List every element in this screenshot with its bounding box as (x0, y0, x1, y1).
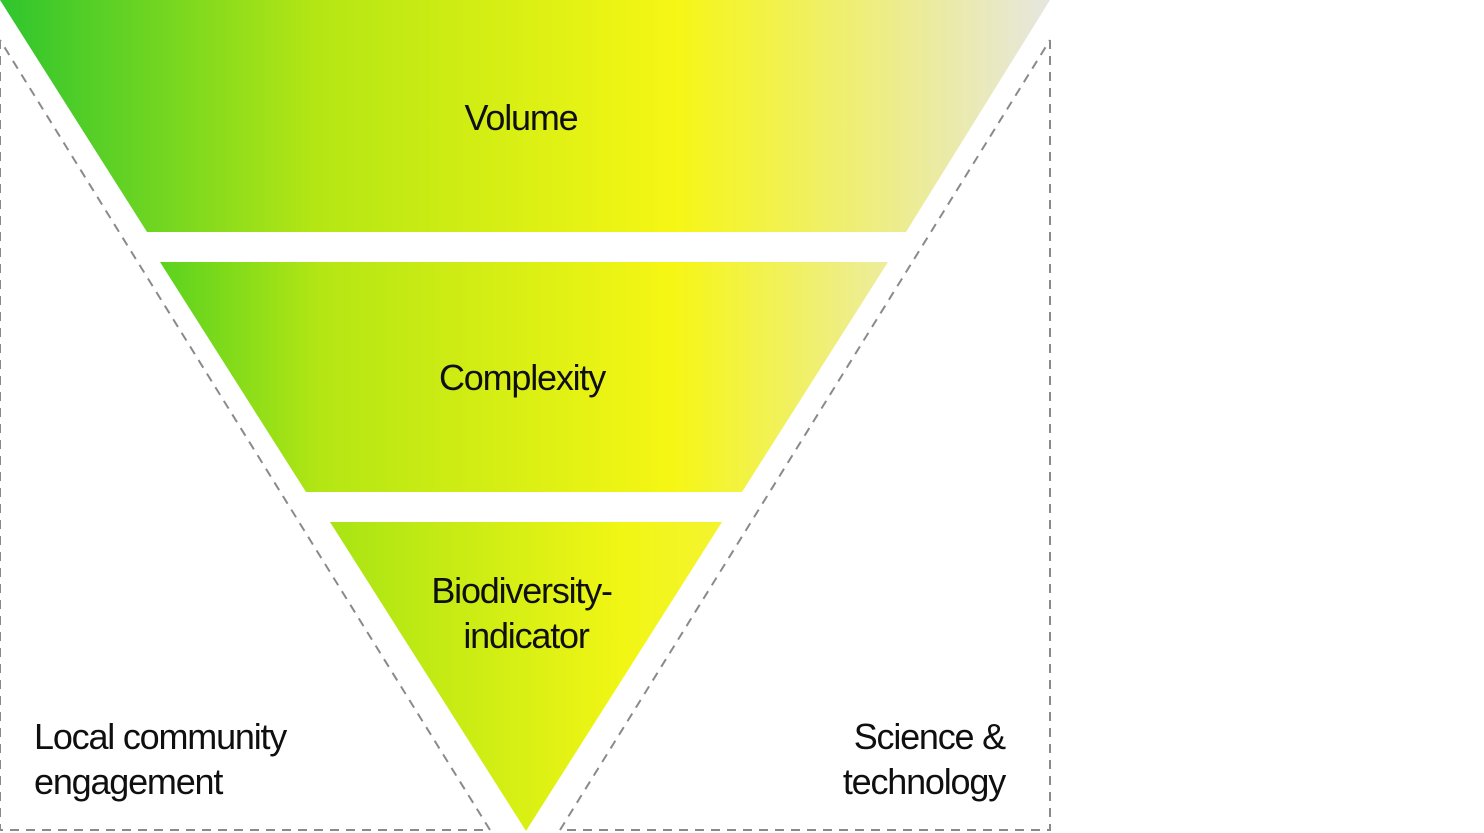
right-label-line-1: Science & (853, 716, 1006, 757)
tier-biodiversity-indicator (330, 522, 722, 831)
tier-complexity-label-line: Complexity (439, 357, 606, 398)
dashed-frame (0, 39, 1051, 831)
local-community-engagement-label: Local community engagement (34, 714, 287, 804)
tier-biodiversity-label: Biodiversity- indicator (431, 570, 620, 656)
right-dashed-triangle (558, 39, 1051, 831)
tier-volume-label: Volume (465, 97, 578, 138)
tier-complexity (160, 262, 888, 492)
left-label-line-1: Local community (34, 716, 287, 757)
tier-volume (0, 0, 1050, 232)
right-label-line-2: technology (842, 761, 1006, 802)
tier-biodiversity-label-line-1: Biodiversity- (431, 570, 612, 611)
science-technology-label: Science & technology (842, 714, 1006, 804)
tier-volume-label-line: Volume (465, 97, 578, 138)
tier-biodiversity-label-line-2: indicator (463, 615, 589, 656)
left-dashed-triangle (0, 39, 492, 831)
left-label-line-2: engagement (34, 761, 223, 802)
tier-complexity-label: Complexity (439, 357, 606, 398)
